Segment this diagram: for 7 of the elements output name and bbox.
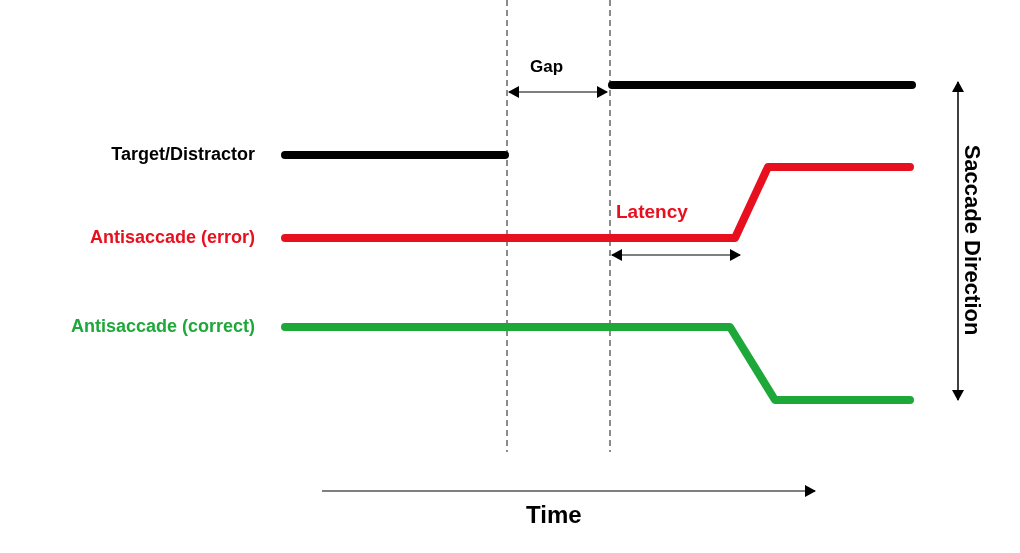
trace-label: Antisaccade (correct) xyxy=(70,315,255,338)
trace-label: Target/Distractor xyxy=(111,143,255,166)
axis-label: Time xyxy=(526,500,582,530)
latency-label: Latency xyxy=(616,200,688,224)
gap-label: Gap xyxy=(530,56,564,78)
axis-label: Saccade Direction xyxy=(958,144,986,336)
trace-label: Antisaccade (error) xyxy=(89,226,255,249)
